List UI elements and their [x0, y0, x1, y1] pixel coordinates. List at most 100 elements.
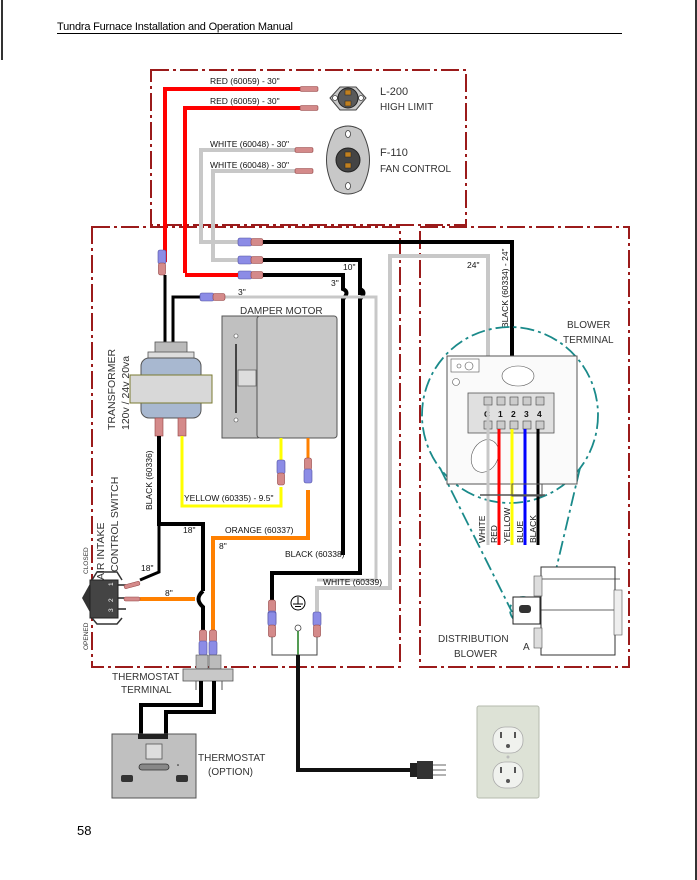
- label-black-60336: BLACK (60336): [144, 450, 154, 510]
- panel-borders: [91, 69, 630, 668]
- lead-label-blue: BLUE: [515, 520, 525, 543]
- red-wire-1: [163, 87, 305, 262]
- label-length-24in: 24": [467, 260, 479, 270]
- switch-pin-2: 2: [108, 598, 115, 602]
- transformer-label: TRANSFORMER: [106, 349, 118, 431]
- transformer-rating: 120v / 24v 20va: [120, 356, 132, 430]
- connector-red-1: [299, 86, 319, 92]
- page-edge-right: [695, 0, 697, 880]
- left-panel-border: [91, 226, 401, 668]
- label-length-10in: 10": [343, 262, 355, 272]
- thermostat-wire-1: [139, 681, 203, 735]
- power-plug: [410, 761, 446, 779]
- terminal-label-4: 4: [537, 409, 542, 419]
- label-length-18in-a: 18": [183, 525, 195, 535]
- thermostat-option-label: (OPTION): [208, 767, 253, 778]
- black-wire-10in-run: [270, 260, 366, 612]
- label-white-wire-2: WHITE (60048) - 30": [210, 160, 289, 170]
- label-length-8in-b: 8": [165, 588, 173, 598]
- label-black-60338: BLACK (60338): [285, 549, 345, 559]
- lead-label-red: RED: [489, 525, 499, 543]
- page-edge-left: [1, 0, 3, 60]
- switch-closed-label: CLOSED: [83, 547, 90, 574]
- label-length-8in-a: 8": [219, 541, 227, 551]
- distribution-blower-label-2: BLOWER: [454, 649, 497, 660]
- label-length-18in-b: 18": [141, 563, 153, 573]
- switch-opened-label: OPENED: [83, 622, 90, 650]
- black-wire-60334: [263, 240, 514, 406]
- damper-motor: [221, 315, 338, 439]
- connector-power-black-lower: [267, 611, 277, 638]
- distribution-blower: [512, 566, 623, 656]
- thermostat: [111, 733, 197, 799]
- connector-white-black-2: [237, 255, 264, 265]
- header-rule-extension: [330, 33, 622, 34]
- connector-power-white: [312, 611, 322, 638]
- transformer: [129, 341, 213, 437]
- air-intake-label: AIR INTAKE: [95, 522, 107, 580]
- yellow-wire-60335: [180, 436, 283, 508]
- label-black-60334: BLACK (60334) - 24": [500, 248, 510, 328]
- control-switch-label: CONTROL SWITCH: [109, 477, 121, 572]
- blower-terminal-label-1: BLOWER: [567, 320, 610, 331]
- white-wire-24in: [315, 254, 490, 612]
- blower-terminal-label-2: TERMINAL: [563, 335, 614, 346]
- connector-thermostat-orange: [208, 629, 218, 656]
- thermostat-terminal-label-1: THERMOSTAT: [112, 672, 179, 683]
- thermostat-terminal: [182, 654, 234, 690]
- label-white-60339: WHITE (60339): [323, 577, 382, 587]
- label-red-wire-2: RED (60059) - 30": [210, 96, 280, 106]
- connector-yellow: [276, 459, 286, 486]
- connector-white-2: [294, 168, 314, 174]
- label-red-wire-1: RED (60059) - 30": [210, 76, 280, 86]
- black-wire-3in-run: [263, 273, 349, 555]
- distribution-blower-label-1: DISTRIBUTION: [438, 634, 509, 645]
- red-wire-2: [183, 106, 305, 273]
- detail-marker-a: A: [523, 642, 530, 653]
- white-wire-2: [211, 169, 295, 262]
- fan-control-name: FAN CONTROL: [380, 164, 452, 175]
- header-rule: [57, 33, 467, 34]
- high-limit-switch: [329, 86, 367, 111]
- fan-control-model: F-110: [380, 147, 408, 159]
- terminal-label-2: 2: [511, 409, 516, 419]
- label-length-3in-b: 3": [238, 287, 246, 297]
- lead-label-yellow: YELLOW: [502, 508, 512, 543]
- label-orange-60337: ORANGE (60337): [225, 525, 294, 535]
- air-intake-control-switch: [82, 571, 141, 625]
- thermostat-label: THERMOSTAT: [198, 753, 265, 764]
- connector-transformer-red: [157, 249, 167, 276]
- page-number: 58: [77, 823, 92, 838]
- black-wire-switch: [139, 524, 161, 582]
- connector-red-black: [237, 270, 264, 280]
- thermostat-terminal-label-2: TERMINAL: [121, 685, 172, 696]
- connector-white-1: [294, 147, 314, 153]
- top-panel-border: [150, 69, 467, 226]
- connector-thermostat-black: [198, 629, 208, 656]
- black-wire-60336: [157, 436, 205, 591]
- thermostat-wire-2: [164, 681, 216, 735]
- orange-wire-60337: [211, 490, 310, 640]
- label-yellow-60335: YELLOW (60335) - 9.5": [184, 493, 273, 503]
- connector-transformer-black: [199, 292, 226, 302]
- ground-symbol-icon: [290, 595, 306, 632]
- label-length-3in-a: 3": [331, 278, 339, 288]
- right-panel-border: [419, 226, 630, 668]
- manual-header-title: Tundra Furnace Installation and Operatio…: [57, 21, 293, 33]
- lead-label-white: WHITE: [477, 515, 487, 543]
- high-limit-model: L-200: [380, 86, 408, 98]
- white-wire-3in: [225, 295, 378, 582]
- wall-outlet: [476, 705, 540, 799]
- power-cord: [296, 655, 412, 772]
- high-limit-name: HIGH LIMIT: [380, 102, 433, 113]
- connector-orange: [303, 457, 313, 484]
- damper-motor-label: DAMPER MOTOR: [240, 306, 323, 317]
- terminal-label-1: 1: [498, 409, 503, 419]
- white-wire-1: [199, 148, 295, 244]
- terminal-label-3: 3: [524, 409, 529, 419]
- switch-pin-3: 3: [108, 608, 115, 612]
- switch-pin-1: 1: [108, 582, 115, 586]
- blower-terminal-block: [446, 355, 578, 485]
- lead-label-black: BLACK: [528, 515, 538, 543]
